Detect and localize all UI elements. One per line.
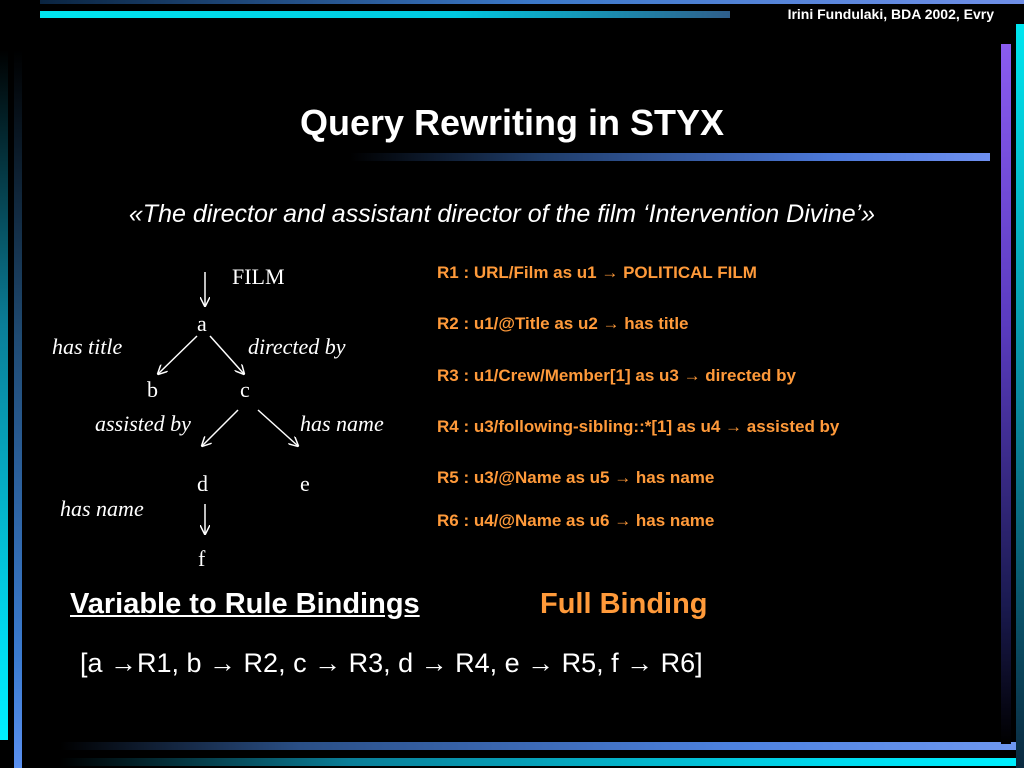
author-credit: Irini Fundulaki, BDA 2002, Evry bbox=[787, 6, 994, 22]
edge-c-d bbox=[202, 409, 239, 446]
rule-r4: R4 : u3/following-sibling::*[1] as u4 → … bbox=[437, 417, 840, 436]
right-cyan-bar bbox=[1016, 24, 1024, 768]
tree-node-b: b bbox=[147, 377, 158, 402]
tree-node-e: e bbox=[300, 471, 310, 496]
tree-node-c: c bbox=[240, 377, 250, 402]
tree-node-a: a bbox=[197, 311, 207, 336]
binding-list: [a →R1, b → R2, c → R3, d → R4, e → R5, … bbox=[80, 648, 703, 678]
tree-node-d: d bbox=[197, 471, 208, 496]
left-cyan-bar bbox=[0, 50, 8, 740]
query-subtitle: «The director and assistant director of … bbox=[128, 200, 876, 228]
title-underline-bar bbox=[350, 153, 990, 161]
edge-a-c bbox=[209, 335, 244, 374]
tree-root-label: FILM bbox=[232, 264, 285, 289]
edge-label-has-title: has title bbox=[52, 334, 123, 359]
edge-label-has-name-e: has name bbox=[300, 411, 384, 436]
rule-r6: R6 : u4/@Name as u6 → has name bbox=[437, 511, 715, 530]
bottom-cyan-bar bbox=[60, 758, 1024, 766]
right-purple-bar bbox=[1001, 44, 1011, 744]
top-cyan-bar bbox=[40, 11, 730, 18]
bottom-blue-bar bbox=[60, 742, 1024, 750]
slide-title: Query Rewriting in STYX bbox=[299, 102, 725, 143]
rule-r5: R5 : u3/@Name as u5 → has name bbox=[437, 468, 715, 487]
edge-label-has-name-f: has name bbox=[60, 496, 144, 521]
tree-node-f: f bbox=[198, 546, 206, 571]
rule-r3: R3 : u1/Crew/Member[1] as u3 → directed … bbox=[437, 366, 796, 385]
left-blue-bar bbox=[14, 50, 22, 768]
edge-label-directed-by: directed by bbox=[248, 334, 346, 359]
bindings-heading: Variable to Rule Bindings bbox=[70, 588, 420, 620]
top-gradient-bar bbox=[40, 0, 1024, 4]
rule-r1: R1 : URL/Film as u1 → POLITICAL FILM bbox=[437, 263, 757, 282]
edge-a-b bbox=[158, 335, 198, 374]
rule-r2: R2 : u1/@Title as u2 → has title bbox=[437, 314, 689, 333]
edge-label-assisted-by: assisted by bbox=[95, 411, 191, 436]
edge-c-e bbox=[257, 409, 298, 446]
binding-type: Full Binding bbox=[540, 588, 708, 620]
